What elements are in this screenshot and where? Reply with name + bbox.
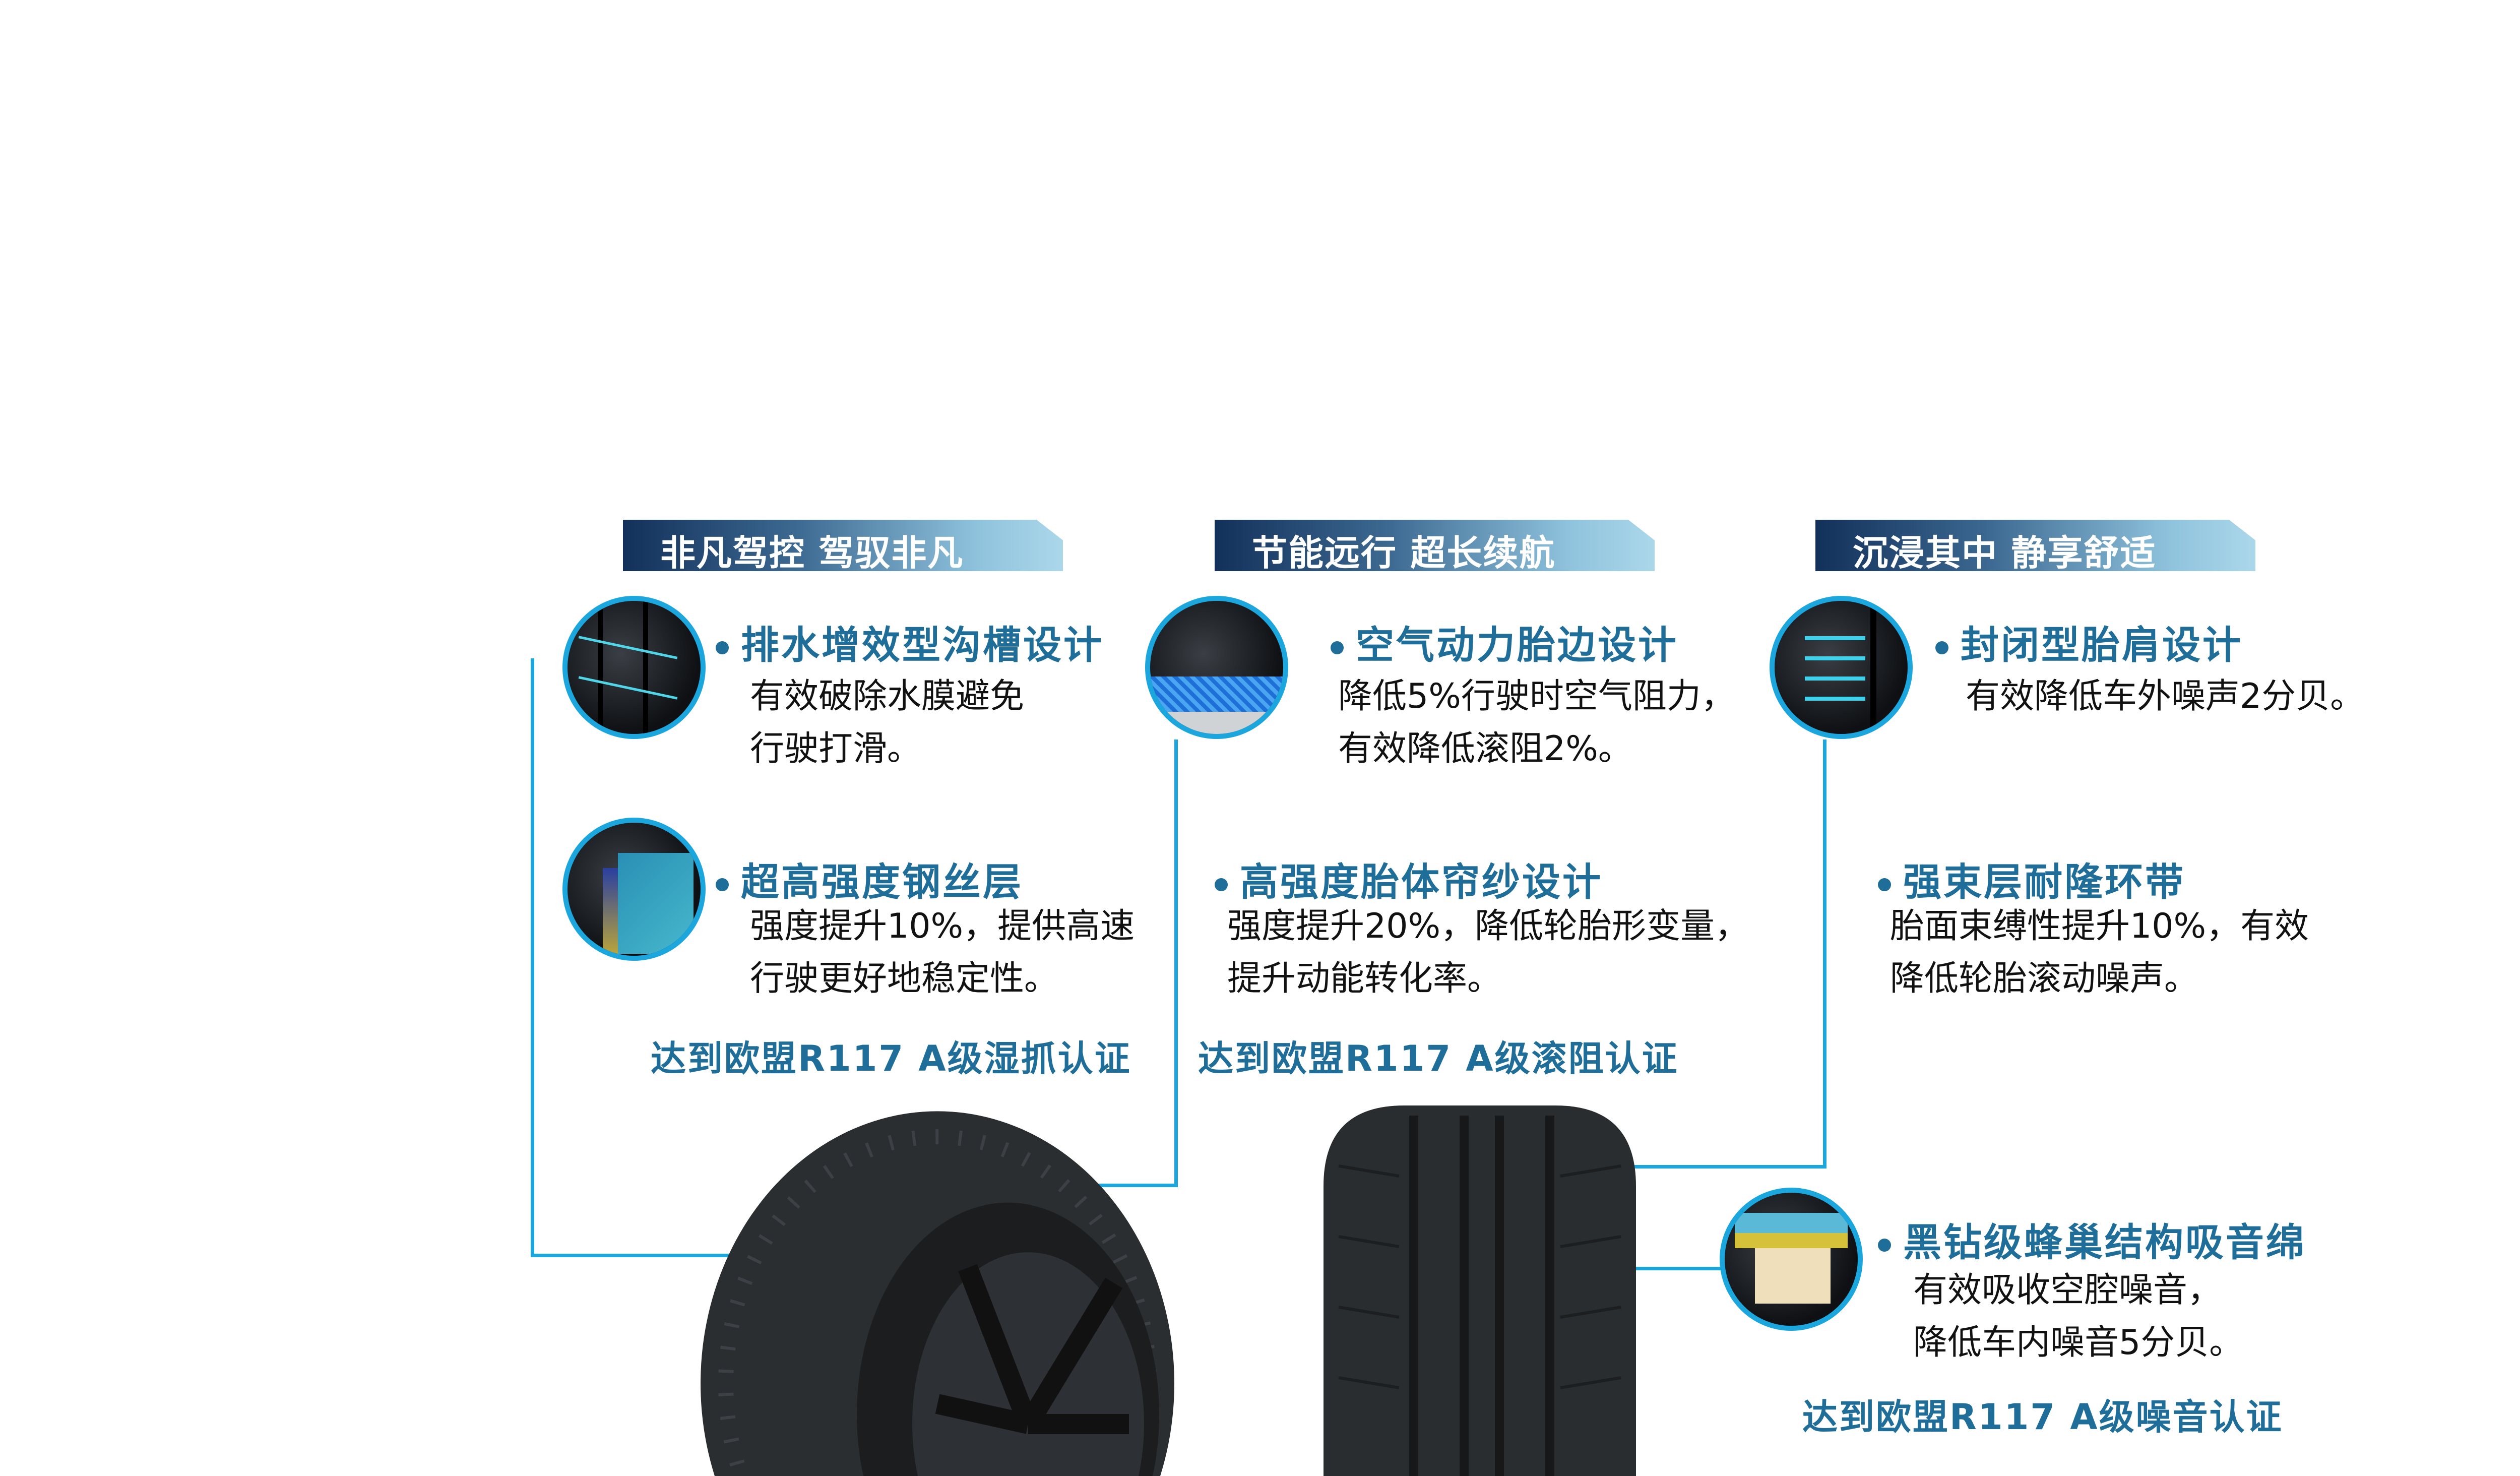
feature-title: 强束层耐隆环带	[1878, 851, 2185, 906]
banner-handling: 非凡驾控 驾驭非凡	[623, 520, 1063, 571]
shoulder-image	[1770, 596, 1913, 739]
feature-title: 排水增效型沟槽设计	[716, 614, 1104, 669]
feature-desc: 胎面束缚性提升10%，有效降低轮胎滚动噪声。	[1890, 906, 2309, 999]
banner-efficiency: 节能远行 超长续航	[1215, 520, 1655, 571]
sidewall-image	[1145, 596, 1288, 739]
feature-desc: 有效降低车外噪声2分贝。	[1966, 676, 2365, 716]
tire-tread-pattern	[718, 1129, 1157, 1467]
connector-line	[1823, 740, 1826, 1168]
feature-desc: 降低5%行驶时空气阻力，有效降低滚阻2%。	[1338, 676, 1735, 769]
tire-body	[1324, 1105, 1636, 1476]
feature-title: 黑钻级蜂巢结构吸音绵	[1878, 1211, 2306, 1267]
feature-title: 超高强度钢丝层	[716, 851, 1023, 906]
banner-comfort: 沉浸其中 静享舒适	[1815, 520, 2255, 571]
tire-front-image	[1324, 1105, 1636, 1476]
feature-desc: 有效吸收空腔噪音，降低车内噪音5分贝。	[1913, 1270, 2244, 1363]
certification-label: 达到欧盟R117 A级噪音认证	[1802, 1396, 2283, 1438]
connector-line	[531, 1254, 747, 1257]
connector-line	[531, 658, 534, 1257]
feature-title: 高强度胎体帘纱设计	[1215, 851, 1603, 906]
certification-label: 达到欧盟R117 A级湿抓认证	[651, 1038, 1131, 1079]
wheel-spokes	[935, 1264, 1129, 1434]
tire-grooves	[1409, 1116, 1554, 1476]
feature-title: 封闭型胎肩设计	[1935, 614, 2243, 669]
feature-title: 空气动力胎边设计	[1331, 614, 1678, 669]
tire-sipes	[1338, 1164, 1621, 1389]
feature-desc: 有效破除水膜避免行驶打滑。	[750, 676, 1025, 769]
sound-foam-image	[1720, 1188, 1863, 1331]
connector-line	[1584, 1165, 1826, 1168]
feature-desc: 强度提升10%，提供高速行驶更好地稳定性。	[750, 906, 1135, 999]
tire-angled-image	[701, 1111, 1174, 1476]
certification-label: 达到欧盟R117 A级滚阻认证	[1198, 1038, 1679, 1079]
steel-belt-image	[562, 818, 706, 961]
feature-desc: 强度提升20%，降低轮胎形变量，提升动能转化率。	[1227, 906, 1749, 999]
connector-line	[1174, 740, 1178, 1187]
groove-detail-image	[562, 596, 706, 739]
